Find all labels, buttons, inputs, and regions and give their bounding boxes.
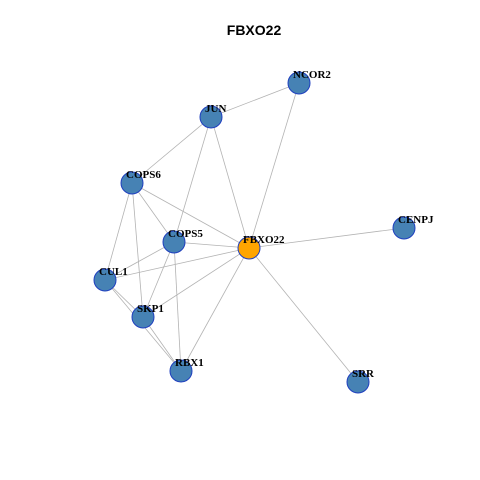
edge-cops6-cops5 — [131, 182, 175, 243]
node-label-ncor2: NCOR2 — [293, 69, 331, 81]
node-label-skp1: SKP1 — [137, 303, 164, 315]
edge-cops5-rbx1 — [173, 241, 182, 372]
edge-jun-cops5 — [173, 116, 212, 243]
node-label-cops5: COPS5 — [168, 228, 203, 240]
edge-ncor2-fbxo22 — [248, 82, 300, 249]
node-label-cul1: CUL1 — [99, 266, 128, 278]
graph-title: FBXO22 — [227, 22, 282, 38]
node-label-fbxo22: FBXO22 — [243, 234, 285, 246]
edge-fbxo22-rbx1 — [180, 247, 250, 372]
node-fbxo22 — [237, 236, 261, 260]
edge-cops5-skp1 — [142, 241, 175, 318]
node-ncor2 — [287, 71, 311, 95]
node-label-cops6: COPS6 — [126, 169, 161, 181]
edge-ncor2-jun — [210, 82, 300, 118]
edge-cops5-cul1 — [104, 241, 175, 281]
edge-fbxo22-cul1 — [104, 247, 250, 281]
node-cul1 — [93, 268, 117, 292]
node-jun — [199, 105, 223, 129]
edge-jun-cops6 — [131, 116, 212, 184]
node-skp1 — [131, 305, 155, 329]
edge-cops5-fbxo22 — [173, 241, 250, 249]
node-cops6 — [120, 171, 144, 195]
node-rbx1 — [169, 359, 193, 383]
edge-fbxo22-skp1 — [142, 247, 250, 318]
node-label-cenpj: CENPJ — [398, 214, 434, 226]
node-srr — [346, 370, 370, 394]
edge-fbxo22-srr — [248, 247, 359, 383]
node-cops5 — [162, 230, 186, 254]
node-label-srr: SRR — [352, 368, 375, 380]
node-cenpj — [392, 216, 416, 240]
edge-jun-fbxo22 — [210, 116, 250, 249]
edge-fbxo22-cenpj — [248, 227, 405, 249]
edge-layer — [104, 82, 405, 383]
edge-cops6-skp1 — [131, 182, 144, 318]
edge-cops6-fbxo22 — [131, 182, 250, 249]
node-layer — [93, 71, 416, 394]
node-label-rbx1: RBX1 — [175, 357, 204, 369]
node-label-jun: JUN — [205, 103, 226, 115]
edge-cops6-cul1 — [104, 182, 133, 281]
